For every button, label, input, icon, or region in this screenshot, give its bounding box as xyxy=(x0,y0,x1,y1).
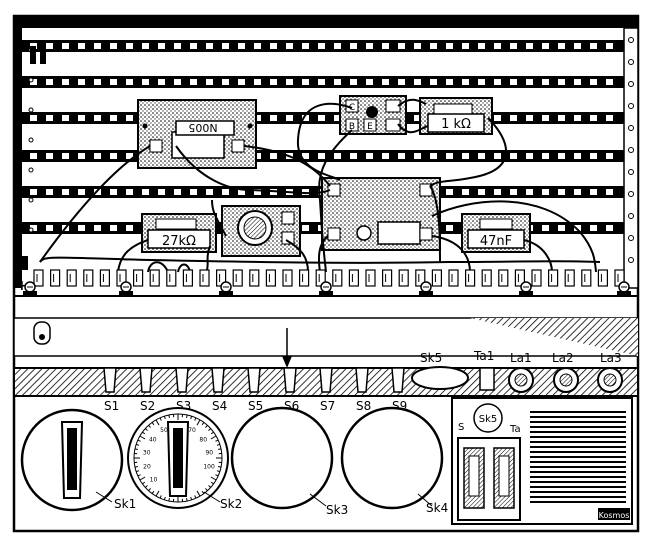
switch-label-s8: S8 xyxy=(356,399,371,413)
ta1-button[interactable] xyxy=(480,368,494,390)
transistor-module[interactable]: C B E xyxy=(340,96,406,134)
resistor-27k-module[interactable]: 27kΩ xyxy=(142,214,216,252)
dial-number: 10 xyxy=(150,477,158,484)
switch-key-3[interactable] xyxy=(176,368,188,392)
switch-keys xyxy=(104,368,404,392)
sk4-label: Sk4 xyxy=(426,501,448,515)
dial-number: 50 xyxy=(160,427,168,434)
dial-number: 70 xyxy=(188,427,196,434)
sk2-label: Sk2 xyxy=(220,497,242,511)
switch-key-4[interactable] xyxy=(212,368,224,392)
la3-label: La3 xyxy=(600,351,622,365)
lamp-la2 xyxy=(554,368,578,392)
dial-number: 80 xyxy=(199,436,207,443)
box-ta-label: Ta xyxy=(509,424,521,435)
board-top-rail xyxy=(14,16,638,28)
sk3-disc[interactable] xyxy=(232,408,332,508)
switch-key-5[interactable] xyxy=(248,368,260,392)
sk2-dial[interactable]: 102030405060708090100 xyxy=(128,408,228,508)
switch-key-7[interactable] xyxy=(320,368,332,392)
dial-number: 100 xyxy=(203,464,215,471)
sk4-disc[interactable] xyxy=(342,408,442,508)
ta1-label: Ta1 xyxy=(473,349,494,363)
lamp-la1 xyxy=(509,368,533,392)
dial-number: 90 xyxy=(205,449,213,456)
switch-key-6[interactable] xyxy=(284,368,296,392)
dial-number: 20 xyxy=(143,464,151,471)
diode-label: N005 xyxy=(188,121,217,134)
switch-ta[interactable] xyxy=(494,448,514,508)
switch-key-8[interactable] xyxy=(356,368,368,392)
switch-s[interactable] xyxy=(464,448,484,508)
diode-module[interactable]: N005 xyxy=(138,100,256,168)
dial-number: 40 xyxy=(149,436,157,443)
resistor-1k-module[interactable]: 1 kΩ xyxy=(420,98,492,134)
potentiometer-module[interactable] xyxy=(222,206,300,256)
sk1-knob[interactable] xyxy=(22,410,122,510)
switch-key-2[interactable] xyxy=(140,368,152,392)
resistor-1k-label: 1 kΩ xyxy=(441,117,471,132)
dial-number: 30 xyxy=(143,449,151,456)
capacitor-47n-module[interactable]: 47nF xyxy=(462,214,530,252)
switch-label-s2: S2 xyxy=(140,399,155,413)
lamp-la3 xyxy=(598,368,622,392)
box-s-label: S xyxy=(458,422,464,433)
la2-label: La2 xyxy=(552,351,574,365)
capacitor-47n-label: 47nF xyxy=(480,234,512,249)
switch-label-s5: S5 xyxy=(248,399,263,413)
pin-e-label: E xyxy=(367,122,373,132)
sk1-label: Sk1 xyxy=(114,497,136,511)
switch-label-s1: S1 xyxy=(104,399,119,413)
la1-label: La1 xyxy=(510,351,532,365)
switch-label-s7: S7 xyxy=(320,399,335,413)
switch-key-9[interactable] xyxy=(392,368,404,392)
switch-key-1[interactable] xyxy=(104,368,116,392)
sk5-label: Sk5 xyxy=(420,351,442,365)
switch-label-s4: S4 xyxy=(212,399,227,413)
ic-module[interactable] xyxy=(322,178,440,250)
box-sk5-label: Sk5 xyxy=(479,414,498,425)
resistor-27k-label: 27kΩ xyxy=(162,234,196,249)
sk3-label: Sk3 xyxy=(326,503,348,517)
brand-logo: Kosmos xyxy=(599,511,630,520)
sk5-lamp xyxy=(412,367,468,389)
